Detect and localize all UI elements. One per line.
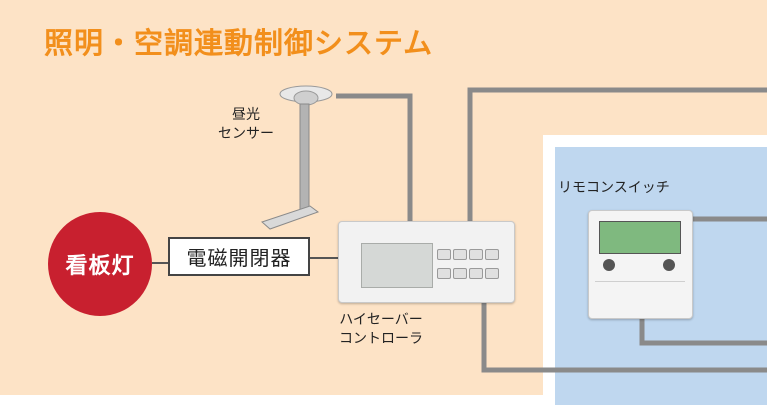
controller-label-line2: コントローラ [339, 331, 423, 347]
controller-label: ハイセーバー コントローラ [339, 311, 423, 349]
sensor-label-line2: センサー [218, 126, 274, 142]
remote-button-left [603, 259, 615, 271]
ceiling-sensor-icon [261, 85, 333, 230]
controller-device [338, 221, 515, 303]
controller-buttons [436, 247, 500, 285]
controller-label-line1: ハイセーバー [339, 312, 423, 328]
page-title: 照明・空調連動制御システム [44, 26, 434, 60]
controller-upper-wire [467, 87, 767, 222]
remote-button-right [663, 259, 675, 271]
remote-lower-wire [639, 318, 767, 346]
remote-display [599, 221, 681, 254]
sensor-label-line1: 昼光 [232, 107, 260, 123]
sensor-label: 昼光 センサー [218, 106, 274, 144]
remote-divider [595, 281, 685, 282]
signboard-light: 看板灯 [48, 212, 152, 316]
controller-lower-wire [481, 299, 767, 373]
remote-switch-device [588, 210, 693, 319]
magnetic-switch-box: 電磁開閉器 [168, 237, 310, 276]
sensor-to-controller-wire [336, 93, 413, 222]
remote-label: リモコンスイッチ [558, 180, 670, 196]
controller-display [361, 243, 433, 288]
